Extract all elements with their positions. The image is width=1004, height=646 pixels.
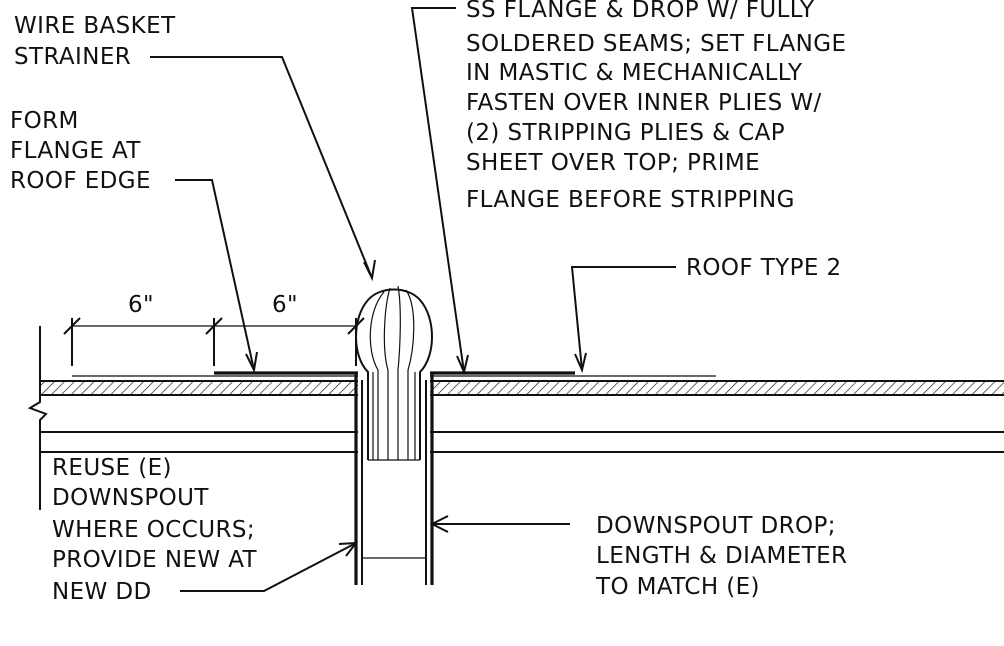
form-flange-line-1: FORM	[10, 108, 79, 134]
roof-assembly	[27, 326, 1004, 510]
strainer-label-line-1: WIRE BASKET	[14, 13, 176, 39]
downspout-drop-line-3: TO MATCH (E)	[595, 574, 760, 600]
strainer-label-line-2: STRAINER	[14, 44, 131, 70]
reuse-line-4: PROVIDE NEW AT	[52, 547, 258, 573]
flange-note-line-7: FLANGE BEFORE STRIPPING	[466, 187, 795, 213]
reuse-line-5: NEW DD	[52, 579, 152, 605]
downspout-drop-line-1: DOWNSPOUT DROP;	[596, 513, 836, 539]
reuse-line-1: REUSE (E)	[52, 455, 172, 481]
dimension-left: 6"	[128, 292, 154, 318]
flange-note-line-3: IN MASTIC & MECHANICALLY	[466, 60, 803, 86]
dimension-line	[63, 317, 365, 366]
break-line	[27, 326, 48, 510]
downspout-drop-line-2: LENGTH & DIAMETER	[596, 543, 847, 569]
dimension-right: 6"	[272, 292, 298, 318]
reuse-line-3: WHERE OCCURS;	[52, 517, 255, 543]
flange-note-line-4: FASTEN OVER INNER PLIES W/	[466, 90, 822, 116]
flange-note-line-1: SS FLANGE & DROP W/ FULLY	[466, 0, 815, 23]
form-flange-line-3: ROOF EDGE	[10, 168, 151, 194]
flange-note-line-5: (2) STRIPPING PLIES & CAP	[466, 120, 785, 146]
flange-note-line-6: SHEET OVER TOP; PRIME	[466, 150, 760, 176]
roof-type-label: ROOF TYPE 2	[686, 255, 842, 281]
form-flange-line-2: FLANGE AT	[10, 138, 141, 164]
flange-note-line-2: SOLDERED SEAMS; SET FLANGE	[466, 31, 846, 57]
roof-membrane-right	[430, 382, 1004, 394]
reuse-line-2: DOWNSPOUT	[52, 485, 209, 511]
wire-basket-strainer	[355, 285, 433, 461]
downspout	[354, 372, 434, 585]
leaders	[150, 7, 676, 592]
annotations: WIRE BASKET STRAINER FORM FLANGE AT ROOF…	[10, 0, 847, 605]
roof-membrane-left	[40, 382, 358, 394]
